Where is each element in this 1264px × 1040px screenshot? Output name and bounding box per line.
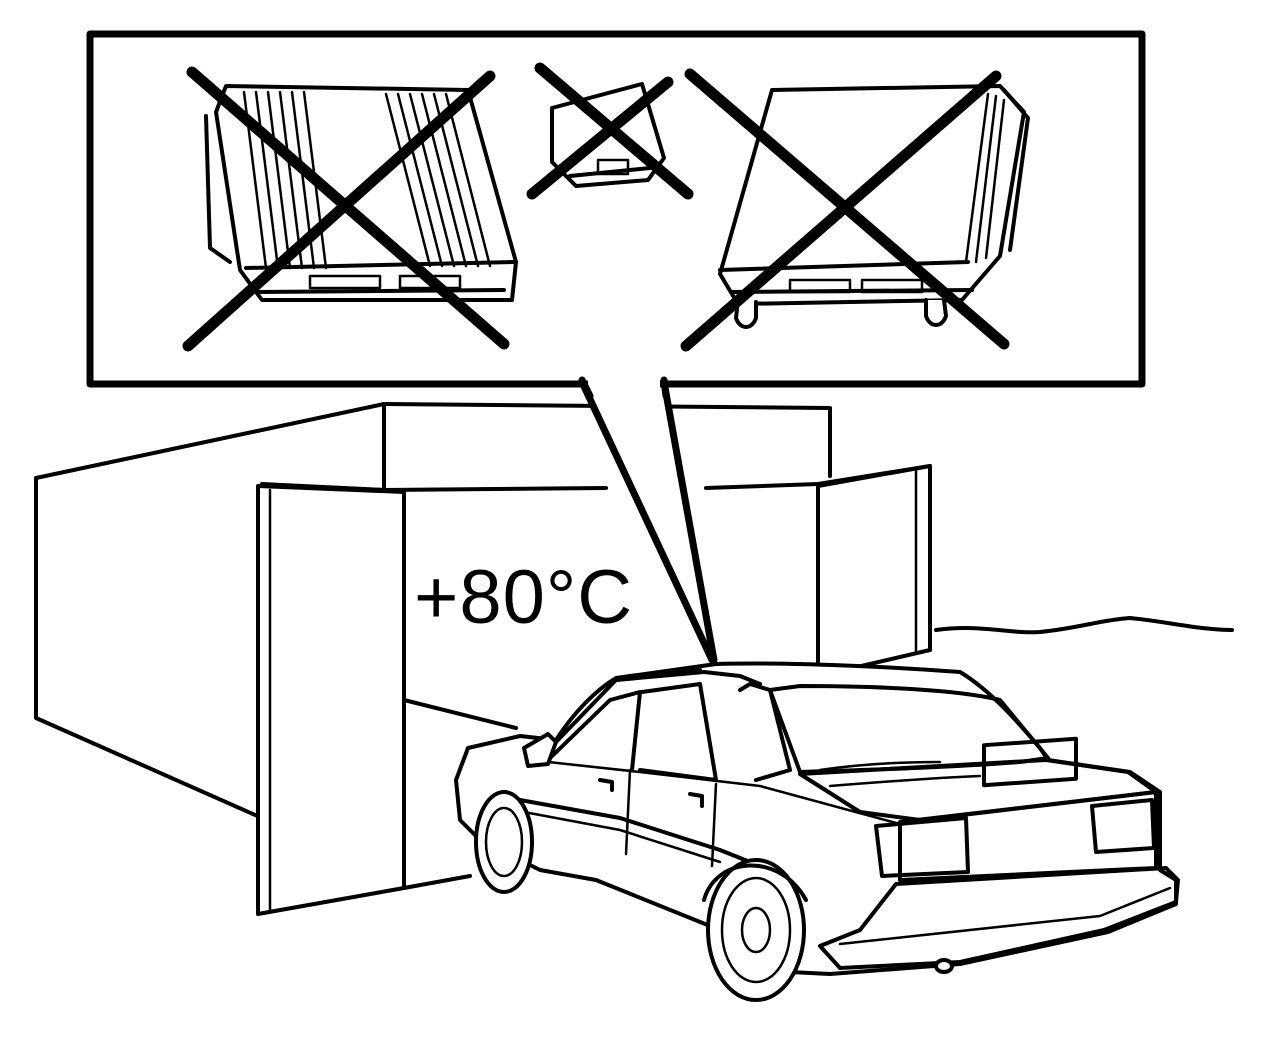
car-side-molding (518, 798, 762, 868)
car-front-window (546, 690, 642, 772)
callout-box (86, 30, 1146, 400)
car-exhaust (934, 958, 954, 974)
car-door-handle-front (598, 778, 614, 792)
car-tail-light-right (1090, 798, 1156, 854)
booth-right-door (816, 464, 932, 678)
car-side-mirror (522, 732, 558, 768)
module-3-connector (788, 278, 852, 294)
heat-booth (34, 402, 1234, 916)
prohibited-cross-3b (680, 70, 1002, 352)
booth-floor-line (402, 698, 518, 730)
booth-back-top (382, 402, 832, 478)
module-1-connector (308, 274, 382, 290)
car-tail-light-left (874, 816, 970, 878)
booth-left-door (256, 484, 406, 916)
module-orientation-1 (182, 66, 518, 352)
module-orientation-2 (526, 62, 694, 200)
car-door-handle-rear (688, 792, 704, 808)
callout-pointer (578, 378, 718, 664)
module-orientation-3 (680, 68, 1030, 352)
car (454, 661, 1180, 1002)
car-front-wheel (474, 790, 534, 894)
prohibited-cross-2b (526, 76, 674, 200)
temperature-label: +80°C (414, 555, 634, 640)
ground-line (934, 616, 1234, 635)
car-rear-door-window (638, 682, 718, 782)
prohibited-cross-1b (182, 70, 496, 352)
car-license-plate (982, 736, 1078, 788)
car-rear-bumper (818, 866, 1180, 970)
